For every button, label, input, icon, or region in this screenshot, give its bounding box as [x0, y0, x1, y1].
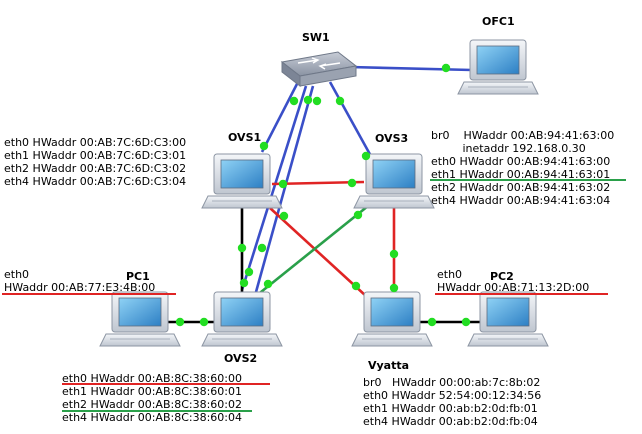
port-dot	[279, 211, 289, 221]
link-ovs3-ovs2	[255, 204, 369, 298]
ovs2-iface-eth4: eth4 HWaddr 00:AB:8C:38:60:04	[62, 411, 242, 424]
port-dot	[239, 278, 249, 288]
ovs1-iface-eth2: eth2 HWaddr 00:AB:7C:6D:C3:02	[4, 162, 187, 175]
ovs2-iface-eth2: eth2 HWaddr 00:AB:8C:38:60:02	[62, 398, 242, 411]
ovs3-computer-icon	[353, 153, 435, 209]
port-dot	[237, 243, 247, 253]
ovs1-computer-icon	[201, 153, 283, 209]
pc2-computer-icon	[467, 291, 549, 347]
ovs1-iface-eth0: eth0 HWaddr 00:AB:7C:6D:C3:00	[4, 136, 187, 149]
link-sw1-ovs2-a	[240, 85, 308, 291]
ovs2-iface-eth1: eth1 HWaddr 00:AB:8C:38:60:01	[62, 385, 242, 398]
ovs2-label: OVS2	[224, 352, 258, 365]
vyatta-iface-eth1: eth1 HWaddr 00:ab:b2:0d:fb:01	[363, 402, 538, 415]
port-dot	[199, 317, 209, 327]
port-dots-layer	[175, 63, 471, 327]
ofc1-computer-icon	[457, 39, 539, 95]
port-dot	[263, 279, 273, 289]
port-dot	[389, 249, 399, 259]
pc1-iface-name: eth0	[4, 268, 30, 281]
ovs2-iface-eth0: eth0 HWaddr 00:AB:8C:38:60:00	[62, 372, 242, 385]
vyatta-iface-eth0: eth0 HWaddr 52:54:00:12:34:56	[363, 389, 542, 402]
link-ovs1-vyatta	[269, 207, 367, 297]
link-sw1-ovs3	[328, 81, 374, 159]
ovs1-interface-list: eth0 HWaddr 00:AB:7C:6D:C3:00 eth1 HWadd…	[4, 136, 186, 188]
ofc1-label: OFC1	[482, 15, 515, 28]
ovs2-computer-icon	[201, 291, 283, 347]
sw1-label: SW1	[302, 31, 330, 44]
port-dot	[259, 141, 269, 151]
switch-sw1-icon	[280, 51, 358, 88]
ovs3-iface-br0: br0 HWaddr 00:AB:94:41:63:00	[431, 129, 615, 142]
ovs3-label: OVS3	[375, 132, 409, 145]
port-dot	[289, 96, 299, 106]
pc2-label: PC2	[490, 270, 514, 283]
pc2-iface-name: eth0	[437, 268, 463, 281]
ovs2-interface-list: eth0 HWaddr 00:AB:8C:38:60:00 eth1 HWadd…	[62, 372, 242, 424]
vyatta-computer-icon	[351, 291, 433, 347]
pc1-label: PC1	[126, 270, 150, 283]
port-dot	[441, 63, 451, 73]
port-dot	[175, 317, 185, 327]
vyatta-iface-eth4: eth4 HWaddr 00:ab:b2:0d:fb:04	[363, 415, 538, 428]
vyatta-iface-br0: br0 HWaddr 00:00:ab:7c:8b:02	[363, 376, 541, 389]
port-dot	[427, 317, 437, 327]
port-dot	[347, 178, 357, 188]
port-dot	[244, 267, 254, 277]
ovs3-interface-list: br0 HWaddr 00:AB:94:41:63:00 inetaddr 19…	[431, 129, 614, 207]
port-dot	[278, 179, 288, 189]
link-sw1-ovs2-b	[254, 85, 315, 293]
ovs1-iface-eth1: eth1 HWaddr 00:AB:7C:6D:C3:01	[4, 149, 187, 162]
port-dot	[353, 210, 363, 220]
pc1-computer-icon	[99, 291, 181, 347]
ovs3-iface-eth4: eth4 HWaddr 00:AB:94:41:63:04	[431, 194, 611, 207]
pc2-iface-hw: HWaddr 00:AB:71:13:2D:00	[437, 281, 590, 294]
port-dot	[351, 281, 361, 291]
port-dot	[312, 96, 322, 106]
link-sw1-ovs1	[260, 81, 300, 153]
ovs3-iface-eth2: eth2 HWaddr 00:AB:94:41:63:02	[431, 181, 611, 194]
port-dot	[389, 283, 399, 293]
highlight-lines	[2, 179, 626, 412]
ovs3-iface-eth0: eth0 HWaddr 00:AB:94:41:63:00	[431, 155, 611, 168]
vyatta-label: Vyatta	[368, 359, 410, 372]
port-dot	[461, 317, 471, 327]
link-sw1-ofc1	[349, 65, 473, 72]
ovs1-label: OVS1	[228, 131, 262, 144]
pc1-iface-hw: HWaddr 00:AB:77:E3:4B:00	[4, 281, 156, 294]
port-dot	[361, 151, 371, 161]
port-dot	[303, 95, 313, 105]
vyatta-interface-list: br0 HWaddr 00:00:ab:7c:8b:02 eth0 HWaddr…	[363, 376, 541, 428]
port-dot	[335, 96, 345, 106]
ovs3-iface-eth1: eth1 HWaddr 00:AB:94:41:63:01	[431, 168, 611, 181]
port-dot	[257, 243, 267, 253]
ovs1-iface-eth4: eth4 HWaddr 00:AB:7C:6D:C3:04	[4, 175, 187, 188]
ovs3-iface-inetaddr: inetaddr 192.168.0.30	[431, 142, 586, 155]
